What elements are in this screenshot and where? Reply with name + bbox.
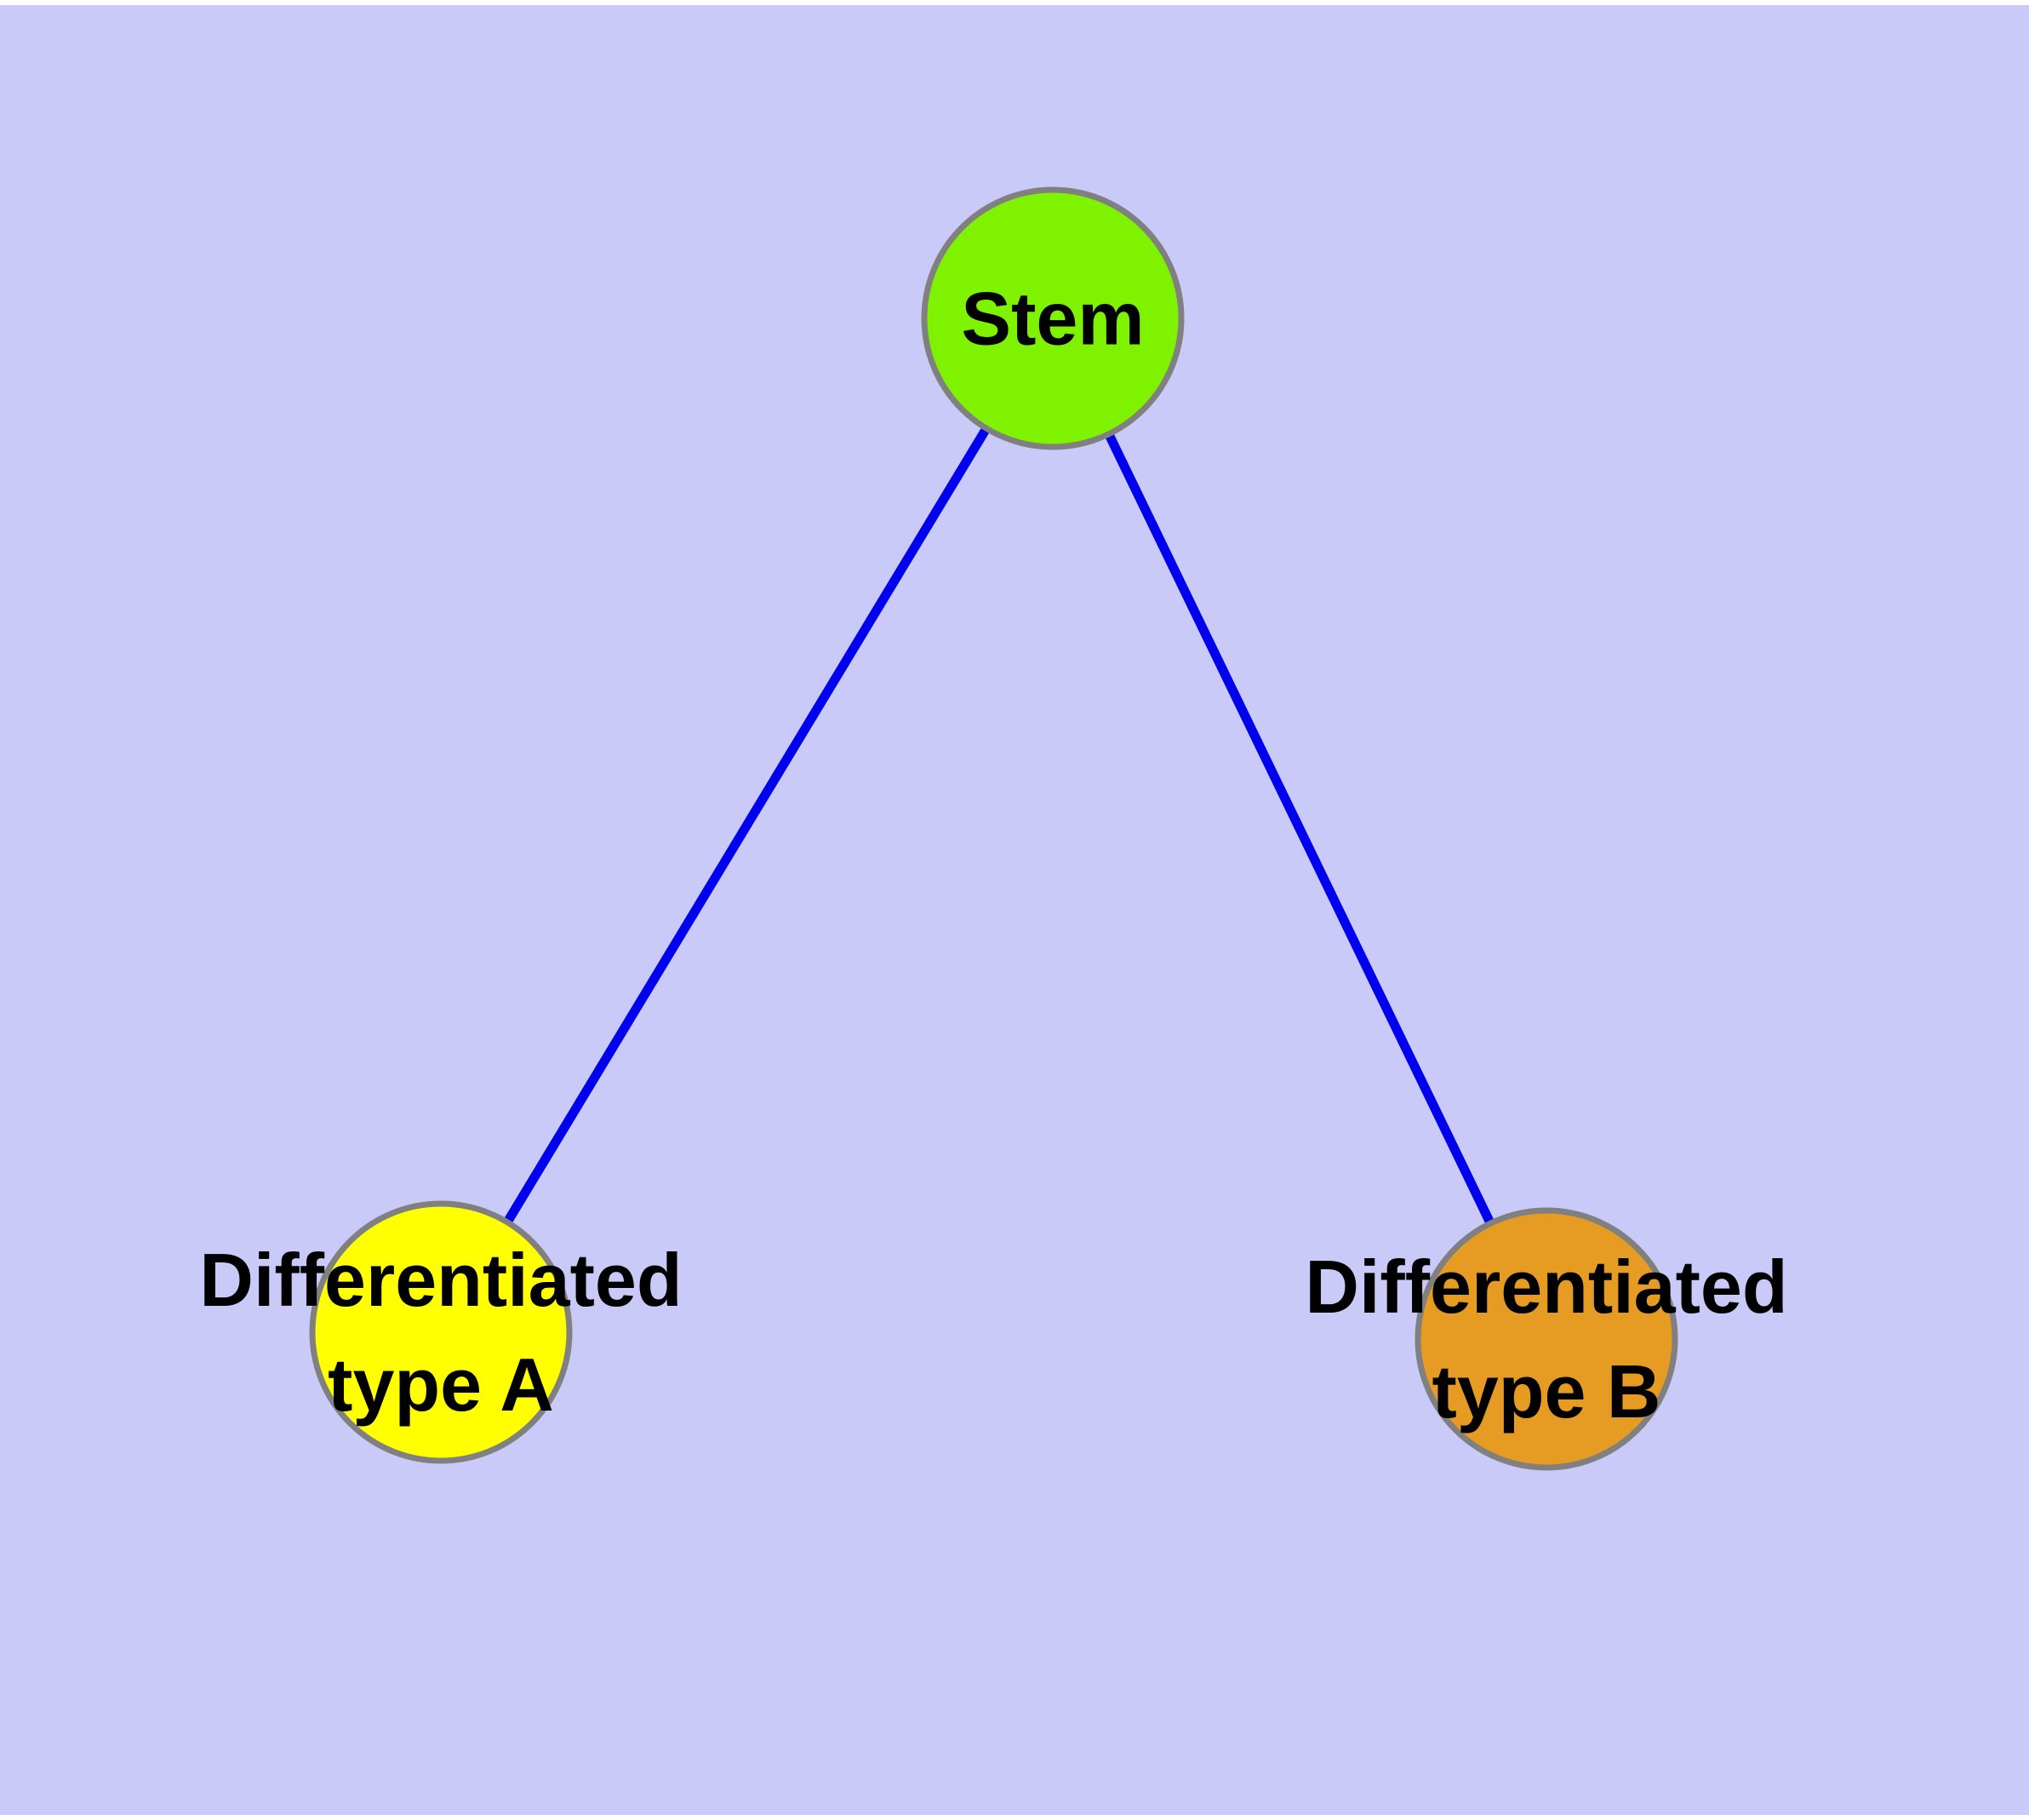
edges-layer [437,316,1551,1342]
node-differentiated-type-b-circle [1415,1207,1678,1471]
edge-stem-to-differentiated-type-a [437,316,1057,1335]
edge-stem-to-differentiated-type-b [1049,316,1551,1342]
node-differentiated-type-a-label-line-2: type A [328,1342,554,1427]
node-differentiated-type-b-label-line-1: Differentiated [1305,1245,1787,1329]
node-stem-label-line-1: Stem [961,277,1144,361]
nodes-layer [309,186,1678,1471]
node-differentiated-type-a-circle [309,1200,573,1464]
node-differentiated-type-b-label-line-2: type B [1432,1349,1661,1434]
node-differentiated-type-a-label-line-1: Differentiated [199,1238,682,1322]
node-stem-circle [921,186,1185,450]
